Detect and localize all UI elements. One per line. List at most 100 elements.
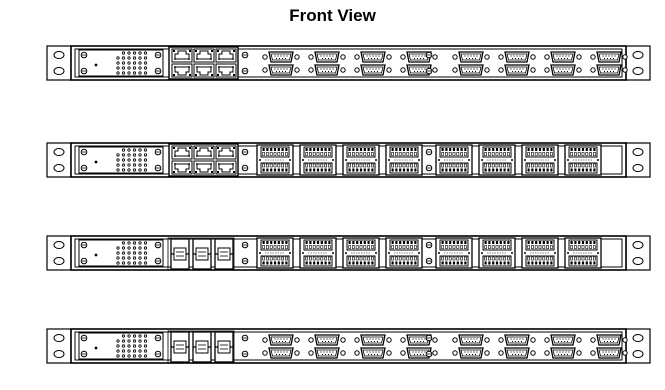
screw-icon (241, 148, 249, 156)
chassis-inner (74, 48, 623, 78)
vent-grille-icon (94, 148, 148, 172)
terminal-block-icon (435, 144, 473, 176)
db9-port-icon (590, 347, 628, 359)
vent-panel (78, 146, 164, 174)
mounting-hole-icon (53, 241, 65, 249)
rj45-port-icon (215, 145, 237, 160)
screw-icon (80, 334, 88, 342)
rj45-block (168, 143, 239, 177)
screw-icon (425, 51, 433, 59)
db9-port-icon (262, 334, 300, 346)
sfp-port-icon (214, 331, 234, 363)
db9-port-icon (590, 51, 628, 63)
db9-port-icon (400, 64, 438, 76)
screw-icon (425, 334, 433, 342)
rj45-block (168, 46, 239, 80)
rack-ear-right (625, 235, 651, 271)
db9-port-icon (452, 347, 490, 359)
vent-grille-icon (94, 334, 148, 358)
screw-icon (241, 334, 249, 342)
vent-panel (78, 239, 164, 267)
rack-ear-left (46, 235, 72, 271)
db9-port-icon (354, 347, 392, 359)
rack-unit-2 (46, 142, 651, 178)
terminal-block-icon (256, 144, 294, 176)
screw-icon (425, 257, 433, 265)
mounting-hole-icon (632, 148, 644, 156)
led-icon (94, 346, 98, 350)
db9-port-icon (262, 64, 300, 76)
mounting-hole-icon (53, 334, 65, 342)
rj45-port-icon (193, 63, 215, 78)
db9-port-icon (590, 334, 628, 346)
mounting-hole-icon (53, 164, 65, 172)
db9-port-icon (544, 334, 582, 346)
db9-port-icon (452, 334, 490, 346)
rj45-port-icon (215, 48, 237, 63)
sfp-port-icon (192, 238, 212, 270)
db9-port-icon (544, 64, 582, 76)
led-icon (94, 63, 98, 67)
led-icon (94, 160, 98, 164)
rj45-port-icon (171, 145, 193, 160)
screw-icon (241, 164, 249, 172)
mounting-hole-icon (632, 67, 644, 75)
screw-icon (425, 350, 433, 358)
screw-icon (154, 334, 162, 342)
db9-port-icon (452, 64, 490, 76)
sfp-port-icon (170, 331, 190, 363)
db9-port-icon (308, 51, 346, 63)
terminal-block-icon (342, 237, 380, 269)
screw-icon (425, 241, 433, 249)
terminal-block-icon (478, 144, 516, 176)
screw-icon (425, 67, 433, 75)
screw-icon (80, 241, 88, 249)
diagram-title: Front View (289, 6, 376, 25)
screw-icon (241, 51, 249, 59)
db9-port-icon (498, 64, 536, 76)
rj45-port-icon (171, 63, 193, 78)
db9-port-icon (308, 64, 346, 76)
mounting-hole-icon (53, 148, 65, 156)
screw-icon (80, 350, 88, 358)
rack-ear-left (46, 328, 72, 364)
mounting-hole-icon (632, 350, 644, 358)
screw-icon (80, 148, 88, 156)
terminal-block-icon (478, 237, 516, 269)
screw-icon (154, 148, 162, 156)
rack-unit-1 (46, 45, 651, 81)
screw-icon (425, 148, 433, 156)
terminal-block-icon (385, 237, 423, 269)
db9-port-icon (590, 64, 628, 76)
mounting-hole-icon (632, 334, 644, 342)
terminal-block-icon (385, 144, 423, 176)
rj45-port-icon (171, 160, 193, 175)
mounting-hole-icon (53, 67, 65, 75)
screw-icon (154, 257, 162, 265)
screw-icon (80, 51, 88, 59)
terminal-block-icon (521, 144, 559, 176)
mounting-hole-icon (53, 257, 65, 265)
screw-icon (154, 164, 162, 172)
rack-unit-4 (46, 328, 651, 364)
screw-icon (425, 164, 433, 172)
screw-icon (80, 164, 88, 172)
mounting-hole-icon (53, 51, 65, 59)
db9-port-icon (308, 347, 346, 359)
rack-ear-left (46, 142, 72, 178)
terminal-block-icon (564, 237, 602, 269)
mounting-hole-icon (632, 164, 644, 172)
rack-ear-right (625, 328, 651, 364)
db9-port-icon (498, 347, 536, 359)
rj45-port-icon (193, 145, 215, 160)
chassis (70, 45, 627, 81)
db9-port-icon (354, 51, 392, 63)
db9-port-icon (544, 347, 582, 359)
db9-port-icon (400, 334, 438, 346)
rack-unit-3 (46, 235, 651, 271)
sfp-port-icon (214, 238, 234, 270)
terminal-block-icon (342, 144, 380, 176)
screw-icon (80, 257, 88, 265)
chassis (70, 328, 627, 364)
db9-port-icon (400, 347, 438, 359)
